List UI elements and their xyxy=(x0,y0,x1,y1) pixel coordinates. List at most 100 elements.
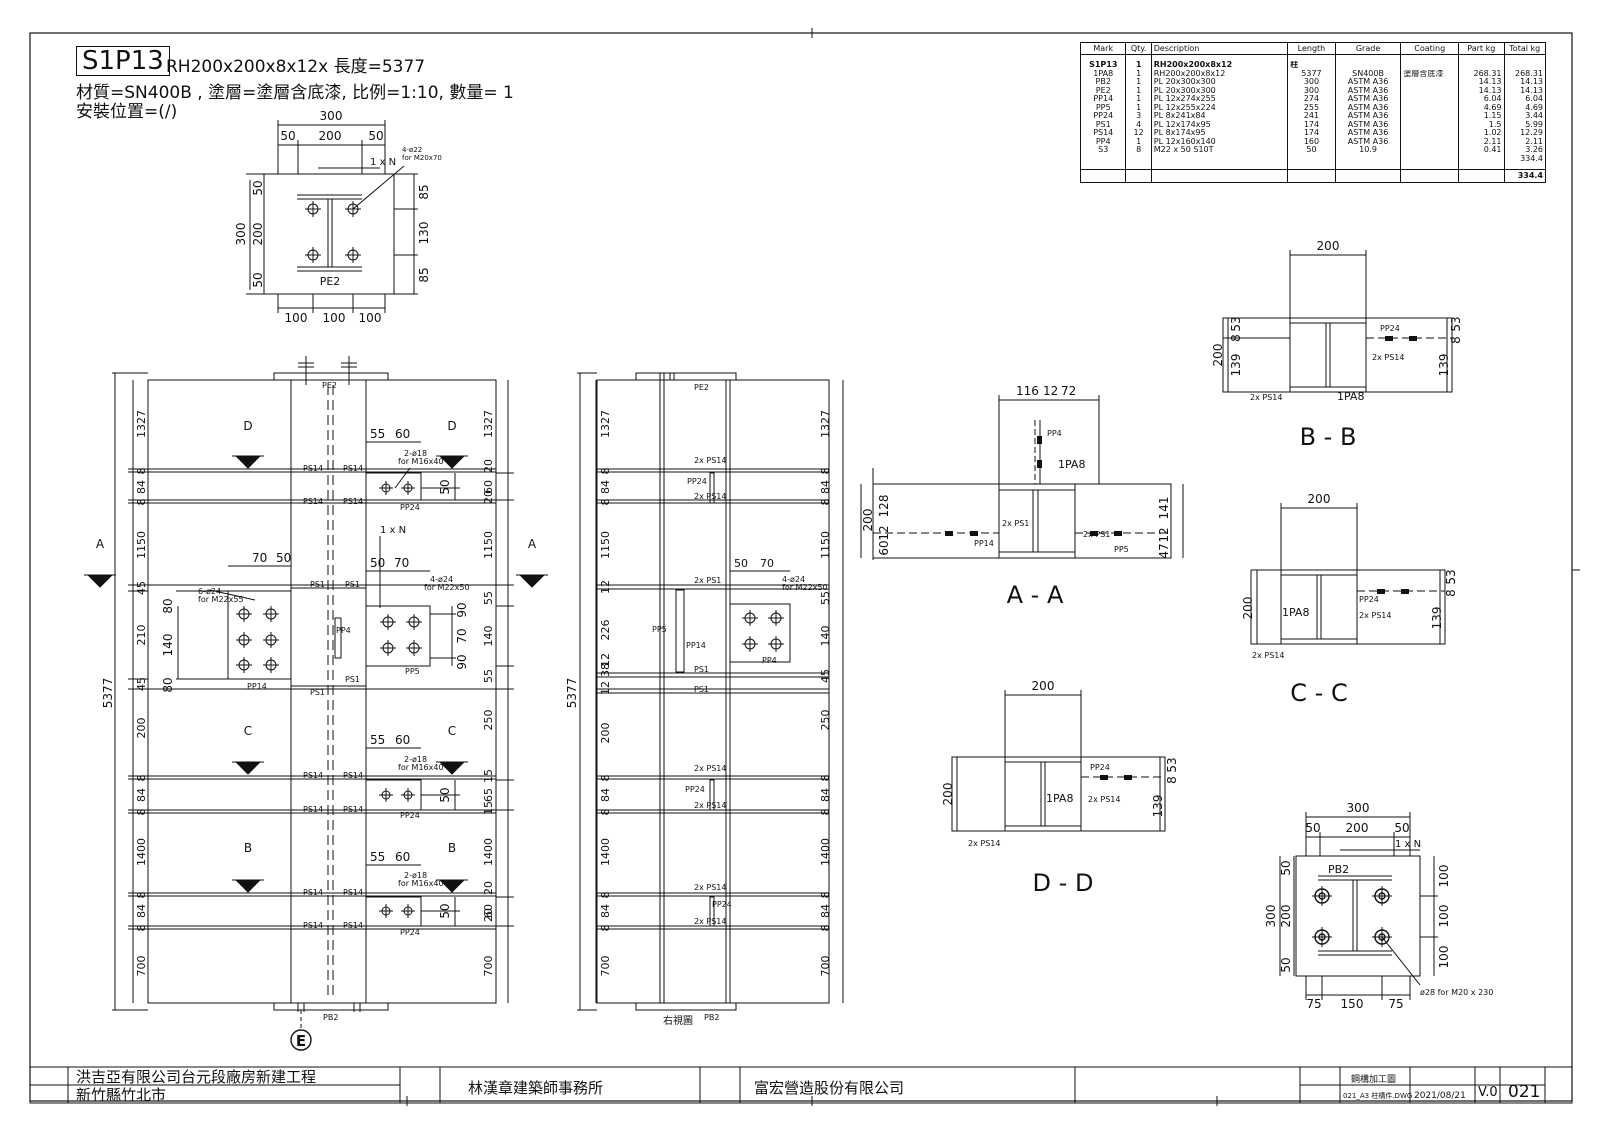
col-coating: Coating xyxy=(1400,42,1460,55)
label-ps14-1b: PS14 xyxy=(343,464,363,473)
label-cc-2ps14-a: 2x PS14 xyxy=(1359,611,1391,620)
front-left-dim: 8 xyxy=(135,809,148,816)
front-left-dim: 200 xyxy=(135,718,148,739)
section-dd-title: D - D xyxy=(1033,869,1094,897)
note-hole-3: 2-ø18 xyxy=(404,871,427,880)
dim-conn-e2: 50 xyxy=(276,551,291,565)
material-cell-mark: PP24 xyxy=(1079,112,1127,121)
material-cell-length: 174 xyxy=(1287,129,1336,138)
section-aa-title: A - A xyxy=(1007,581,1064,609)
subtotal-cell: 334.4 xyxy=(1503,154,1546,163)
material-cell-mark: PP14 xyxy=(1079,95,1127,104)
dim-aa-l1: 128 xyxy=(877,495,891,518)
project-location: 新竹縣竹北市 xyxy=(76,1086,167,1104)
project-name: 洪吉亞有限公司台元段廠房新建工程 xyxy=(76,1068,317,1086)
label-dd-2ps14-b: 2x PS14 xyxy=(968,839,1000,848)
material-cell-mark: PS1 xyxy=(1079,120,1127,129)
dim-conn-c2a: 60 xyxy=(395,427,410,441)
material-cell-part-kg: 268.31 xyxy=(1458,69,1505,78)
main-qty: 1 xyxy=(1125,61,1152,70)
side-left-dim: 226 xyxy=(599,620,612,641)
base-plate-labels: 300 50 200 50 300 50 200 50 100 100 100 … xyxy=(1264,801,1493,1011)
front-left-dim: 84 xyxy=(135,788,148,802)
dim-conn-n1b: 50 xyxy=(438,787,452,802)
mark-box: S1P13 xyxy=(76,46,170,76)
grid-marker-e: E xyxy=(290,1010,312,1051)
material-cell-part-kg: 1.5 xyxy=(1458,120,1505,129)
col-total-kg: Total kg xyxy=(1503,42,1546,55)
material-cell-grade: SN400B xyxy=(1334,69,1402,78)
label-cc-pp24: PP24 xyxy=(1359,595,1379,604)
material-cell-length: 300 xyxy=(1287,86,1336,95)
label-aa-pp4: PP4 xyxy=(1047,429,1062,438)
material-cell-coating xyxy=(1400,146,1460,155)
label-ps14-3b: PS14 xyxy=(343,771,363,780)
dim-aa-r2: 12 xyxy=(1157,527,1171,542)
dim-base-b1: 75 xyxy=(1306,997,1321,1011)
material-cell-length: 50 xyxy=(1287,146,1336,155)
note-hole-3b: for M16x40 xyxy=(398,879,444,888)
material-cell-qty: 1 xyxy=(1125,103,1152,112)
dim-conn-c1c: 55 xyxy=(370,850,385,864)
label-ps14-6a: PS14 xyxy=(303,921,323,930)
drawing-version: V.0 xyxy=(1478,1085,1498,1100)
drawing-category: 鋼構加工圖 xyxy=(1351,1075,1397,1085)
dim-base-h1: 50 xyxy=(1279,860,1293,875)
side-right-dim: 55 xyxy=(819,591,832,605)
material-cell-description: PL 8x241x84 xyxy=(1150,112,1289,121)
material-cell-mark: PB2 xyxy=(1079,78,1127,87)
front-left-dim: 8 xyxy=(135,468,148,475)
sec-mark-b-right: B xyxy=(448,841,456,855)
side-left-dim: 8 xyxy=(599,775,612,782)
label-side-pp14: PP14 xyxy=(686,641,706,650)
front-elevation-labels: D D C C B B A A 132788481150452104520088… xyxy=(96,381,537,1022)
material-cell-part-kg: 14.13 xyxy=(1458,78,1505,87)
label-aa-pp5: PP5 xyxy=(1114,545,1129,554)
front-left-dim: 8 xyxy=(135,925,148,932)
dim-bb-l3: 139 xyxy=(1229,354,1243,377)
side-right-dim: 1400 xyxy=(819,838,832,866)
label-side-pp24-1: PP24 xyxy=(687,477,707,486)
dim-bb-r3: 139 xyxy=(1437,354,1451,377)
front-right-dim: 15 xyxy=(482,801,495,815)
label-ps1-b: PS1 xyxy=(345,580,360,589)
label-ps14-2a: PS14 xyxy=(303,497,323,506)
front-right-dim: 20 xyxy=(482,490,495,504)
side-elevation-labels: 1327884811501222612381220088481400884870… xyxy=(565,383,832,1027)
note-hole-1b: for M16x40 xyxy=(398,457,444,466)
front-left-dim: 700 xyxy=(135,956,148,977)
label-cc-2ps14-b: 2x PS14 xyxy=(1252,651,1284,660)
material-cell-length: 274 xyxy=(1287,95,1336,104)
front-left-dim: 45 xyxy=(135,581,148,595)
dim-base-w1: 50 xyxy=(1305,821,1320,835)
note-hole6: 6-ø24 xyxy=(198,587,221,596)
material-cell-total-kg: 6.04 xyxy=(1503,95,1546,104)
dim-base-b3: 75 xyxy=(1388,997,1403,1011)
material-cell-grade: ASTM A36 xyxy=(1334,129,1402,138)
note-bolt-top: 4-ø22 xyxy=(402,146,422,154)
material-cell-description: RH200x200x8x12 xyxy=(1150,69,1289,78)
dim-base-r2: 100 xyxy=(1437,905,1451,928)
material-cell-total-kg: 4.69 xyxy=(1503,103,1546,112)
label-north-front: 1 x N xyxy=(380,525,406,536)
col-description: Description xyxy=(1150,42,1289,55)
label-pp14-front: PP14 xyxy=(247,682,267,691)
label-ps14-1a: PS14 xyxy=(303,464,323,473)
side-left-dim: 8 xyxy=(599,925,612,932)
material-cell-grade: ASTM A36 xyxy=(1334,120,1402,129)
dim-conn-v3: 90 xyxy=(455,654,469,669)
material-cell-total-kg: 3.26 xyxy=(1503,146,1546,155)
material-cell-length: 160 xyxy=(1287,137,1336,146)
label-pe2-front: PE2 xyxy=(322,381,337,390)
material-cell-part-kg: 14.13 xyxy=(1458,86,1505,95)
front-left-dim: 1327 xyxy=(135,410,148,438)
label-ps14-2b: PS14 xyxy=(343,497,363,506)
col-mark: Mark xyxy=(1079,42,1127,55)
dim-top-b3: 100 xyxy=(359,311,382,325)
col-grade: Grade xyxy=(1334,42,1402,55)
dim-cc-w: 200 xyxy=(1308,492,1331,506)
front-right-dim: 65 xyxy=(482,788,495,802)
dim-base-w3: 50 xyxy=(1394,821,1409,835)
